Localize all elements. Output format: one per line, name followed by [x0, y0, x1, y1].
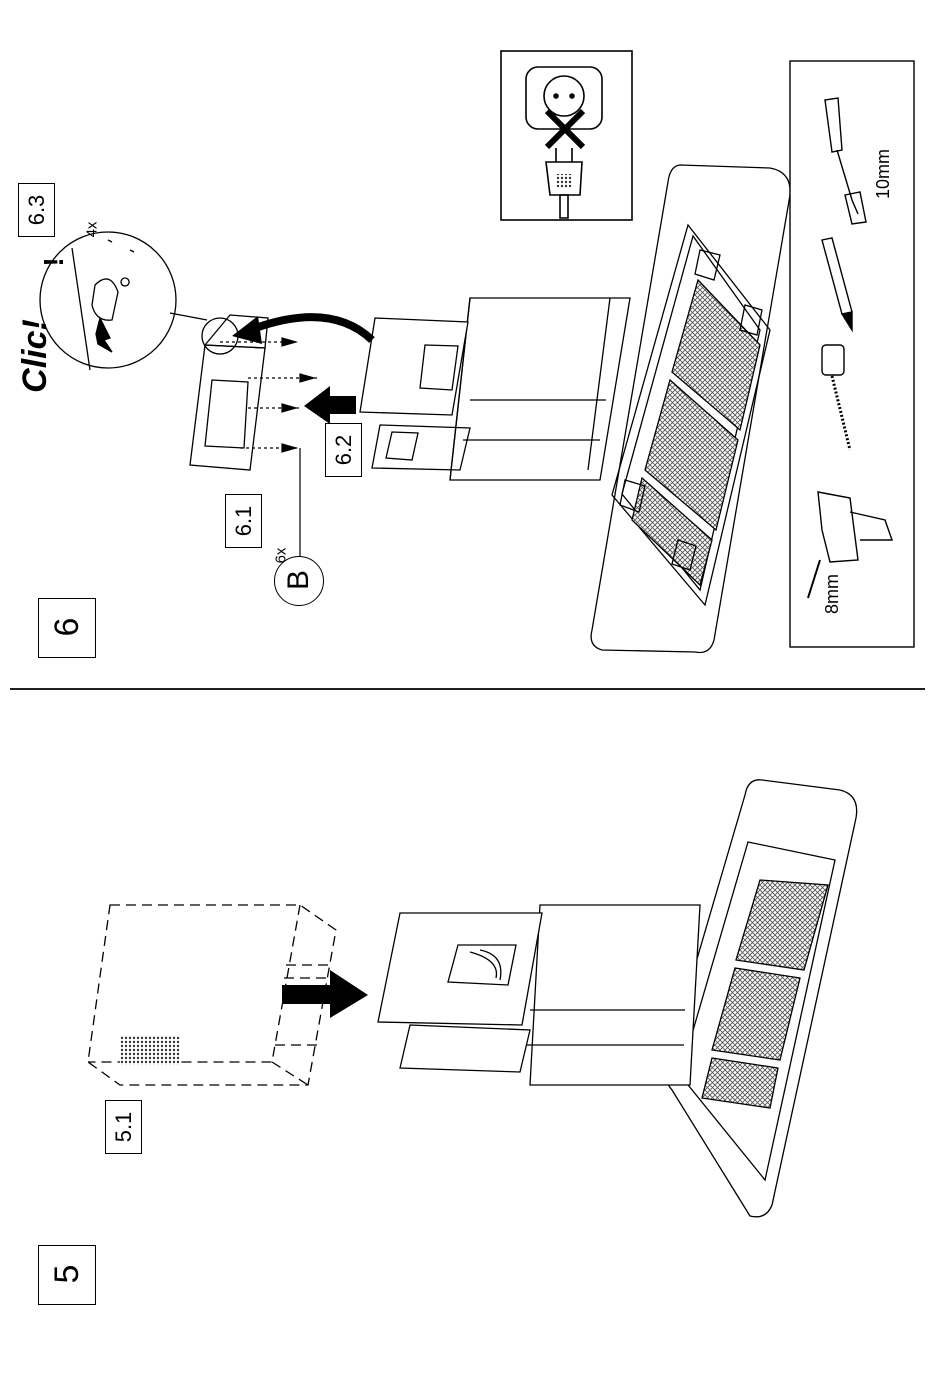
substep-6-2-box: 6.2: [325, 423, 362, 477]
step6-clip-callout: [40, 232, 238, 370]
substep-5-1-label: 5.1: [113, 1105, 135, 1149]
screw-letter: B: [284, 566, 314, 594]
screw-quantity-label: 6x: [274, 545, 289, 567]
clic-label: Clic!: [18, 318, 54, 394]
substep-6-1-label: 6.1: [233, 499, 255, 543]
step6-number-box: 6: [38, 598, 96, 658]
step5-number-box: 5: [38, 1245, 96, 1305]
step6-number: 6: [50, 615, 84, 639]
drill-size-label: 8mm: [823, 567, 843, 621]
substep-6-2-label: 6.2: [333, 428, 355, 472]
step6-curved-arrow: [250, 317, 372, 340]
warning-icon: !: [40, 252, 68, 272]
screwdriver-size-label: 10mm: [874, 144, 894, 204]
substep-6-3-box: 6.3: [18, 183, 55, 237]
step5-hood-assembly: [88, 780, 857, 1217]
step5-number: 5: [50, 1262, 84, 1286]
tools-panel: [790, 61, 914, 647]
substep-6-1-box: 6.1: [225, 494, 262, 548]
substep-5-1-box: 5.1: [105, 1100, 142, 1154]
substep-6-3-label: 6.3: [26, 188, 48, 232]
clip-quantity-label: 4x: [85, 218, 100, 242]
step6-push-arrow: [304, 386, 356, 424]
do-not-plug-icon: [501, 51, 632, 220]
